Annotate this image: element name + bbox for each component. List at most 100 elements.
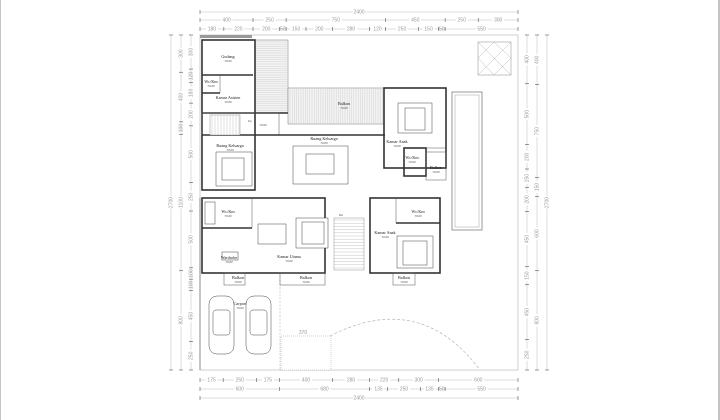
dim-bottom-row2-label: 135 [425, 387, 434, 393]
dim-left-row2-label-bg [188, 190, 194, 203]
dim-left-row1-label-bg [178, 47, 184, 60]
dim-bottom-row2-label-bg [475, 386, 488, 392]
dim-top-total-label: 2400 [353, 10, 364, 16]
dim-right-row1-label: 150 [525, 271, 531, 280]
dim-right-row1-label: 450 [525, 235, 531, 244]
label-balkon-utama: Balkon [300, 275, 313, 280]
dim-bottom-row1-label: 600 [474, 378, 483, 384]
dim-right-row2-label-bg [534, 180, 540, 193]
dim-top-row2-label: 180 [208, 27, 217, 33]
label-balkon-wardrobe: Balkon [232, 275, 245, 280]
dim-left-row2-label: 100 [189, 269, 195, 278]
dim-left-total-label-bg [168, 196, 174, 209]
dim-top-row2-label: 250 [398, 27, 407, 33]
dim-bottom-row1-label: 250 [236, 378, 245, 384]
garden-plot [280, 335, 332, 371]
dim-top-row2-label-bg [345, 26, 358, 32]
dim-top-row1-label: 450 [411, 18, 420, 24]
dim-bottom-row2-label-bg [372, 386, 385, 392]
dim-left-row2-label: 100 [189, 280, 195, 289]
dim-bottom-row2-label-bg [423, 386, 436, 392]
dim-right-row1-label: 450 [525, 308, 531, 317]
dim-right-row2-label-bg [534, 227, 540, 240]
dim-bottom-row1-label-bg [300, 377, 312, 383]
bathtub [204, 201, 216, 225]
elev-balkon-anak-1: ±0.00 [432, 170, 440, 174]
dim-left-row2-label: 250 [189, 192, 195, 201]
dim-left-row2-label-bg [188, 148, 194, 161]
furniture [204, 102, 434, 269]
dim-right-row1-label-bg [524, 172, 530, 185]
dim-bottom-row2-label-bg [233, 386, 246, 392]
dim-top-row2-label-bg [475, 26, 488, 32]
dim-top-row2-label-bg [290, 26, 303, 32]
elev-balkon-top: ±0.00 [340, 106, 348, 110]
dim-right-row1-label-bg [524, 348, 530, 361]
dim-left-row2-label-bg [188, 349, 194, 362]
dim-top-row1-label: 250 [458, 18, 467, 24]
dim-bottom-row1-label: 220 [380, 378, 389, 384]
dim-bottom-row1-label-bg [412, 377, 425, 383]
label-balkon-anak-1: Balkon [430, 165, 443, 170]
dim-top-row1-label-bg [263, 17, 276, 23]
driveway-curve [329, 318, 481, 371]
elev-wardrobe: ±0.00 [225, 260, 233, 264]
dim-top-row1-label: 750 [332, 18, 341, 24]
dim-left-total-label: 2700 [169, 197, 175, 208]
dim-bottom-row2-label: 250 [400, 387, 409, 393]
dim-left-row2-label: 120 [189, 71, 195, 80]
roof-hatch [477, 41, 512, 76]
dim-bottom-total-label: 2400 [353, 396, 364, 402]
dim-bottom-row1-label-bg [233, 377, 246, 383]
dim-right-row1-label-bg [524, 269, 530, 282]
dim-top-row2-label: 200 [262, 27, 271, 33]
dim-top-row1-label-bg [329, 17, 342, 23]
room-labels: Gudang ±0.00 Wc/Km ±0.00 Kamar Asisten ±… [204, 54, 443, 310]
dim-right-row1-label-bg [524, 108, 530, 121]
dim-right-row1-label-bg [524, 53, 530, 66]
dim-right-row1-label-bg [524, 150, 530, 163]
label-gudang: Gudang [221, 54, 235, 59]
label-balkon-anak-2: Balkon [398, 275, 411, 280]
dim-right-row2-label: 600 [535, 229, 541, 238]
dim-right-row2-label-bg [534, 314, 540, 327]
label-ruang-keluarga-2: Ruang Keluarga [310, 136, 337, 141]
label-kamar-anak-1: Kamar Anak [386, 139, 408, 144]
elev-balkon-wardrobe: ±0.00 [234, 280, 242, 284]
dim-top-row1-label-bg [455, 17, 468, 23]
dim-top-row2-label: 120 [373, 27, 382, 33]
dim-top-row2-label-bg [371, 26, 384, 32]
walls [199, 39, 447, 370]
dim-bottom-row2-label-bg [398, 386, 411, 392]
label-kamar-utama: Kamar Utama [277, 254, 301, 259]
dim-top-row2-label-bg [205, 26, 218, 32]
small-balconies [223, 272, 416, 286]
dim-top-row2-label-bg [422, 26, 435, 32]
elev-wc-anak-1: ±0.00 [408, 160, 416, 164]
dim-top-row2-label: 150 [292, 27, 301, 33]
dim-left-row2-label-bg [188, 46, 194, 59]
elev-balkon-anak-2: ±0.00 [400, 280, 408, 284]
pool [451, 91, 483, 231]
dim-top-row2-label-bg [313, 26, 326, 32]
elev-ruang-keluarga-2: ±0.00 [320, 141, 328, 145]
dim-top-total-label-bg [353, 9, 365, 15]
dim-bottom-row1-label-bg [205, 377, 218, 383]
dim-top-row1-label: 400 [222, 18, 231, 24]
label-ruang-keluarga-1: Ruang Keluarga [216, 143, 243, 148]
elev-kamar-anak-2: ±0.00 [381, 235, 389, 239]
elev-gudang: ±0.00 [224, 59, 232, 63]
dim-top-row2-label: 550 [477, 27, 486, 33]
dim-right-row1-label: 400 [525, 55, 531, 64]
dim-bottom-row1-label-bg [378, 377, 391, 383]
dim-bottom-total-label-bg [353, 395, 365, 401]
dim-top-row2-label-bg [232, 26, 245, 32]
dim-bottom-row2-label: 550 [477, 387, 486, 393]
dim-top-row2-label: 150 [424, 27, 433, 33]
dim-right-row1-label: 250 [525, 350, 531, 359]
dim-bottom-row1-label: 400 [302, 378, 311, 384]
dim-right-row1-label: 200 [525, 152, 531, 161]
dim-left-row2-label-bg [188, 86, 194, 99]
